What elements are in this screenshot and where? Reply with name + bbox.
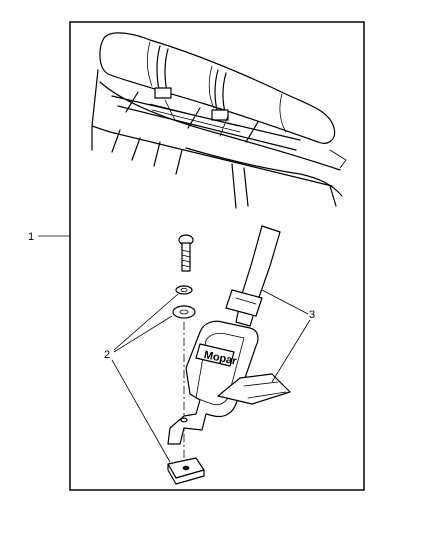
rear-spoiler	[329, 149, 347, 169]
rear-body-lower	[329, 185, 337, 207]
diagram-frame	[69, 21, 365, 491]
strap-buckle	[225, 289, 263, 317]
roof-outline	[91, 69, 333, 187]
rear-window-mid-2	[153, 141, 161, 167]
strap-end	[261, 225, 281, 233]
nut-plate-side	[167, 463, 205, 485]
strap-buckle-bar	[235, 297, 257, 305]
callout-2-leader-nut-plate	[111, 359, 171, 463]
lock-washer-outer	[175, 285, 193, 295]
callout-3-label: 3	[309, 309, 315, 321]
rear-window-mid-4	[231, 163, 237, 209]
callout-2-leader-washer	[113, 315, 173, 353]
roof-rack-crossbar-3	[245, 121, 259, 143]
flat-washer	[172, 305, 196, 319]
logo-plate	[195, 343, 235, 367]
rear-body-line	[185, 147, 343, 197]
bracket-frame	[167, 320, 259, 445]
nut-plate-hole	[182, 465, 190, 471]
roof-edge	[99, 81, 341, 171]
roof-bag	[99, 32, 336, 144]
lock-washer	[175, 285, 193, 295]
bag-seam-3	[279, 93, 287, 133]
callout-3-leader-bracket	[271, 319, 311, 383]
lock-washer-inner	[180, 287, 188, 292]
roof-rack-rail-rear	[117, 105, 297, 151]
bracket-hole	[180, 417, 188, 423]
callout-1-label: 1	[28, 231, 34, 243]
rear-window-mid-5	[243, 167, 249, 207]
flat-washer-inner	[179, 309, 189, 315]
bolt-threads	[181, 249, 191, 268]
bolt	[178, 234, 194, 272]
callout-2-leader-bolt	[113, 293, 179, 351]
bracket-base-edge	[243, 381, 287, 399]
nut-plate	[167, 457, 205, 485]
roof-rack-slats	[149, 99, 241, 137]
rear-window-mid-1	[131, 137, 141, 161]
flat-washer-outer	[172, 305, 196, 319]
roof-rack-crossbar-1	[125, 91, 139, 113]
roof-rack-crossbar-2	[187, 107, 201, 129]
vehicle-roof-illustration	[91, 32, 347, 209]
bag-buckle-1	[154, 87, 172, 99]
bag-seam-1	[146, 41, 153, 87]
callout-3-leader-strap	[261, 289, 309, 315]
bag-buckle-2	[211, 109, 229, 121]
bag-seam-2	[208, 65, 215, 109]
callout-2-label: 2	[104, 349, 110, 361]
rear-window-left	[111, 129, 121, 153]
rear-window-mid-3	[175, 149, 183, 175]
